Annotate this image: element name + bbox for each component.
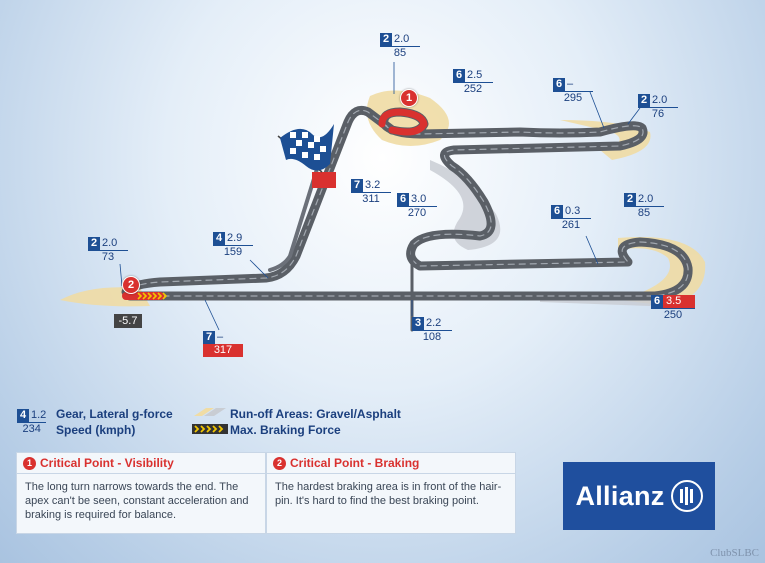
legend-speed-label: Speed (kmph) xyxy=(56,423,136,437)
g-force-value: 2.0 xyxy=(394,33,410,45)
max-braking-chevrons xyxy=(137,292,168,300)
panel-number: 2 xyxy=(273,456,286,470)
watermark: ClubSLBC xyxy=(710,547,759,559)
g-force-value: 2.0 xyxy=(652,94,668,106)
g-force-value: 2.5 xyxy=(467,69,483,81)
speed-value: 252 xyxy=(453,82,493,96)
gear-value: 3 xyxy=(412,317,424,330)
speed-marker-13: 7– 317 xyxy=(203,331,243,357)
gear-value: 2 xyxy=(624,193,636,206)
gear-value: 4 xyxy=(17,409,29,422)
allianz-eagle-icon xyxy=(670,480,703,512)
gear-value: 2 xyxy=(638,94,650,107)
g-force-value: – xyxy=(217,331,224,343)
panel-title: Critical Point - Braking xyxy=(290,456,420,470)
speed-value: 261 xyxy=(551,218,591,232)
panel-title: Critical Point - Visibility xyxy=(40,456,174,470)
panel-header: 1 Critical Point - Visibility xyxy=(17,453,265,474)
gear-value: 6 xyxy=(453,69,465,82)
legend-braking-label: Max. Braking Force xyxy=(230,423,341,437)
braking-g-readout: -5.7 xyxy=(114,314,142,328)
speed-value: 108 xyxy=(412,330,452,344)
gear-value: 2 xyxy=(88,237,100,250)
g-force-value: 2.2 xyxy=(426,317,442,329)
legend-braking-swatch xyxy=(192,424,228,434)
g-force-value: 3.5 xyxy=(663,295,695,308)
panel-body: The hardest braking area is in front of … xyxy=(275,481,502,507)
g-force-value: 0.3 xyxy=(565,205,581,217)
panel-header: 2 Critical Point - Braking xyxy=(267,453,515,474)
speed-value: 234 xyxy=(17,422,47,436)
critical-point-2-badge: 2 xyxy=(122,276,140,294)
speed-value: 76 xyxy=(638,107,678,121)
speed-value: 250 xyxy=(651,308,695,322)
brand-wordmark: Allianz xyxy=(575,480,665,511)
runoff-area-esses xyxy=(430,160,501,250)
g-force-value: 2.0 xyxy=(638,193,654,205)
pit-lane xyxy=(268,138,328,272)
gear-value: 6 xyxy=(551,205,563,218)
critical-point-panel-1: 1 Critical Point - Visibility The long t… xyxy=(16,452,266,534)
legend-gear-label: Gear, Lateral g-force xyxy=(56,407,173,421)
critical-zone-hairpin xyxy=(378,108,428,136)
speed-value: 311 xyxy=(351,192,391,206)
panel-number: 1 xyxy=(23,456,36,470)
speed-value: 85 xyxy=(380,46,420,60)
legend-runoff-swatch xyxy=(194,408,226,416)
g-force-value: 2.0 xyxy=(102,237,118,249)
gear-value: 4 xyxy=(213,232,225,245)
start-finish-stand xyxy=(312,172,336,188)
speed-value: 85 xyxy=(624,206,664,220)
speed-value: 159 xyxy=(213,245,253,259)
critical-point-1-badge: 1 xyxy=(400,89,418,107)
gear-value: 6 xyxy=(397,193,409,206)
legend-runoff-label: Run-off Areas: Gravel/Asphalt xyxy=(230,407,401,421)
panel-body: The long turn narrows towards the end. T… xyxy=(25,481,249,521)
g-force-value: 1.2 xyxy=(31,409,47,421)
g-force-value: 2.9 xyxy=(227,232,243,244)
speed-value: 73 xyxy=(88,250,128,264)
g-force-value: 3.0 xyxy=(411,193,427,205)
g-force-value: 3.2 xyxy=(365,179,381,191)
gear-value: 7 xyxy=(203,331,215,344)
gear-value: 6 xyxy=(553,78,565,91)
speed-value: 270 xyxy=(397,206,437,220)
allianz-logo: Allianz xyxy=(563,462,715,530)
speed-value: 317 xyxy=(203,344,243,357)
gear-value: 7 xyxy=(351,179,363,192)
critical-point-panel-2: 2 Critical Point - Braking The hardest b… xyxy=(266,452,516,534)
gear-value: 6 xyxy=(651,295,663,308)
speed-marker-3: 6– 295 xyxy=(553,78,593,105)
g-force-value: – xyxy=(567,78,574,90)
gear-value: 2 xyxy=(380,33,392,46)
speed-value: 295 xyxy=(553,91,593,105)
chequered-flag-icon xyxy=(277,124,334,173)
